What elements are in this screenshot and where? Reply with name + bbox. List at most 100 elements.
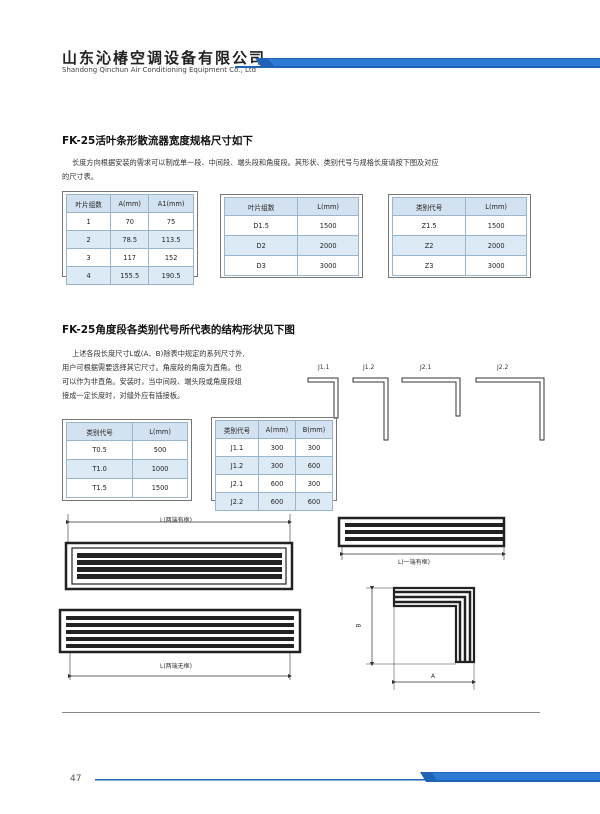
section2-paragraph-line: 接成一定长度时，对缝外应有插接板。	[62, 391, 185, 400]
table-cell: D3	[223, 255, 299, 276]
company-name-en: Shandong Qinchun Air Conditioning Equipm…	[62, 66, 257, 74]
table-cell: T1.0	[65, 459, 134, 479]
table-row: T0.5 500	[65, 440, 188, 460]
footer-rule	[95, 779, 600, 781]
table3-header: L(mm)	[465, 197, 527, 216]
shape-label-j12: J1.2	[363, 364, 375, 371]
table4-header: 类别代号	[65, 422, 134, 441]
table-row: J2.1 600 300	[214, 474, 333, 493]
diffuser-one-frame-drawing	[337, 516, 507, 560]
table-row: 3 117 152	[65, 248, 194, 267]
angle-section-drawing	[366, 585, 477, 690]
table-row: 1 70 75	[65, 212, 194, 231]
table5-header: B(mm)	[295, 420, 333, 439]
table-length-z: 类别代号 L(mm) Z1.5 1500 Z2 2000 Z3 3000	[391, 197, 527, 276]
table-cell: 3000	[297, 255, 359, 276]
table-cell: 78.5	[110, 230, 150, 249]
table-cell: 4	[65, 266, 112, 285]
table-cell: 500	[132, 440, 188, 460]
corner-shape-j21	[401, 377, 461, 417]
table-cell: 113.5	[148, 230, 194, 249]
dimension-label-a: A	[431, 673, 436, 680]
table-row: 4 155.5 190.5	[65, 266, 194, 285]
page-number: 47	[70, 774, 82, 784]
table-cell: 2000	[297, 235, 359, 256]
table-cell: 152	[148, 248, 194, 267]
table-cell: 600	[258, 492, 296, 511]
table-cell: 1	[65, 212, 112, 231]
table-row: D3 3000	[223, 255, 359, 276]
diffuser-no-frame-drawing	[58, 608, 302, 680]
table3-header: 类别代号	[391, 197, 467, 216]
table-cell: 75	[148, 212, 194, 231]
table-cell: 3000	[465, 255, 527, 276]
table-cell: D2	[223, 235, 299, 256]
table-cell: T1.5	[65, 478, 134, 498]
table2-header: L(mm)	[297, 197, 359, 216]
table-cell: D1.5	[223, 215, 299, 236]
table-cell: J2.1	[214, 474, 260, 493]
table-cell: 600	[295, 492, 333, 511]
table-cell: 300	[295, 474, 333, 493]
section1-title: FK-25活叶条形散流器宽度规格尺寸如下	[62, 135, 253, 147]
table-cell: T0.5	[65, 440, 134, 460]
table-cell: J1.1	[214, 438, 260, 457]
table-cell: 1500	[297, 215, 359, 236]
table-row: Z1.5 1500	[391, 215, 527, 236]
table-cell: 300	[295, 438, 333, 457]
shape-label-j11: J1.1	[318, 364, 330, 371]
company-name-cn: 山东沁椿空调设备有限公司	[62, 49, 267, 67]
table-length-d: 叶片组数 L(mm) D1.5 1500 D2 2000 D3 3000	[223, 197, 359, 276]
footer-stripe-blue-light	[432, 773, 600, 780]
dimension-label-no-frame: L(两端无框)	[160, 663, 193, 670]
section2-paragraph-line: 可以作为非直角。安装时，当中间段、端头段或角度段组	[62, 377, 242, 386]
shape-label-j22: J2.2	[497, 364, 509, 371]
table-row: Z3 3000	[391, 255, 527, 276]
table-row: T1.0 1000	[65, 459, 188, 479]
table1-header: A1(mm)	[148, 194, 194, 213]
section1-paragraph-line2: 的尺寸表。	[62, 172, 98, 181]
table-row: Z2 2000	[391, 235, 527, 256]
section1-paragraph-line1: 长度方向根据安装的需求可以制成单一段、中间段、端头段和角度段。其形状、类别代号与…	[72, 158, 439, 167]
corner-shapes-diagram	[307, 377, 545, 441]
table-cell: J2.2	[214, 492, 260, 511]
section2-paragraph-line: 用户可根据需要选择其它尺寸。角度段的角度为直角。也	[62, 363, 242, 372]
header-stripe-blue-light	[268, 59, 600, 66]
table-blade-dimensions: 叶片组数 A(mm) A1(mm) 1 70 75 2 78.5 113.5 3…	[65, 194, 194, 285]
section2-title: FK-25角度段各类别代号所代表的结构形状见下图	[62, 324, 295, 336]
section2-paragraph-line: 上述各段长度尺寸L或(A、B)除表中规定的系列尺寸外,	[72, 349, 245, 358]
table-cell: Z2	[391, 235, 467, 256]
corner-shape-j12	[352, 377, 389, 441]
table-row: D1.5 1500	[223, 215, 359, 236]
table3-frame	[388, 194, 531, 278]
table-cell: J1.2	[214, 456, 260, 475]
table1-header: A(mm)	[110, 194, 150, 213]
diffuser-both-frames-drawing	[64, 514, 294, 591]
table-cell: 155.5	[110, 266, 150, 285]
shape-label-j21: J2.1	[420, 364, 432, 371]
table-cell: 117	[110, 248, 150, 267]
table4-header: L(mm)	[132, 422, 188, 441]
table-cell: 1500	[132, 478, 188, 498]
table4-frame	[62, 419, 192, 501]
table-row: J1.2 300 600	[214, 456, 333, 475]
dimension-label-one-frame: L(一端有框)	[398, 559, 431, 566]
header-banner	[235, 58, 600, 68]
table2-header: 叶片组数	[223, 197, 299, 216]
footer-banner	[95, 772, 600, 782]
corner-shape-j11	[307, 377, 339, 419]
table-cell: 1000	[132, 459, 188, 479]
table-row: J2.2 600 600	[214, 492, 333, 511]
table-cell: 600	[295, 456, 333, 475]
table-cell: 2	[65, 230, 112, 249]
table-cell: Z3	[391, 255, 467, 276]
table-row: D2 2000	[223, 235, 359, 256]
table-cell: 300	[258, 456, 296, 475]
table-row: J1.1 300 300	[214, 438, 333, 457]
diffuser-drawings	[58, 514, 507, 690]
table-cell: 70	[110, 212, 150, 231]
dimension-label-b: B	[355, 623, 363, 628]
section-divider	[62, 712, 540, 713]
table-cell: 600	[258, 474, 296, 493]
table-length-t: 类别代号 L(mm) T0.5 500 T1.0 1000 T1.5 1500	[65, 422, 188, 498]
